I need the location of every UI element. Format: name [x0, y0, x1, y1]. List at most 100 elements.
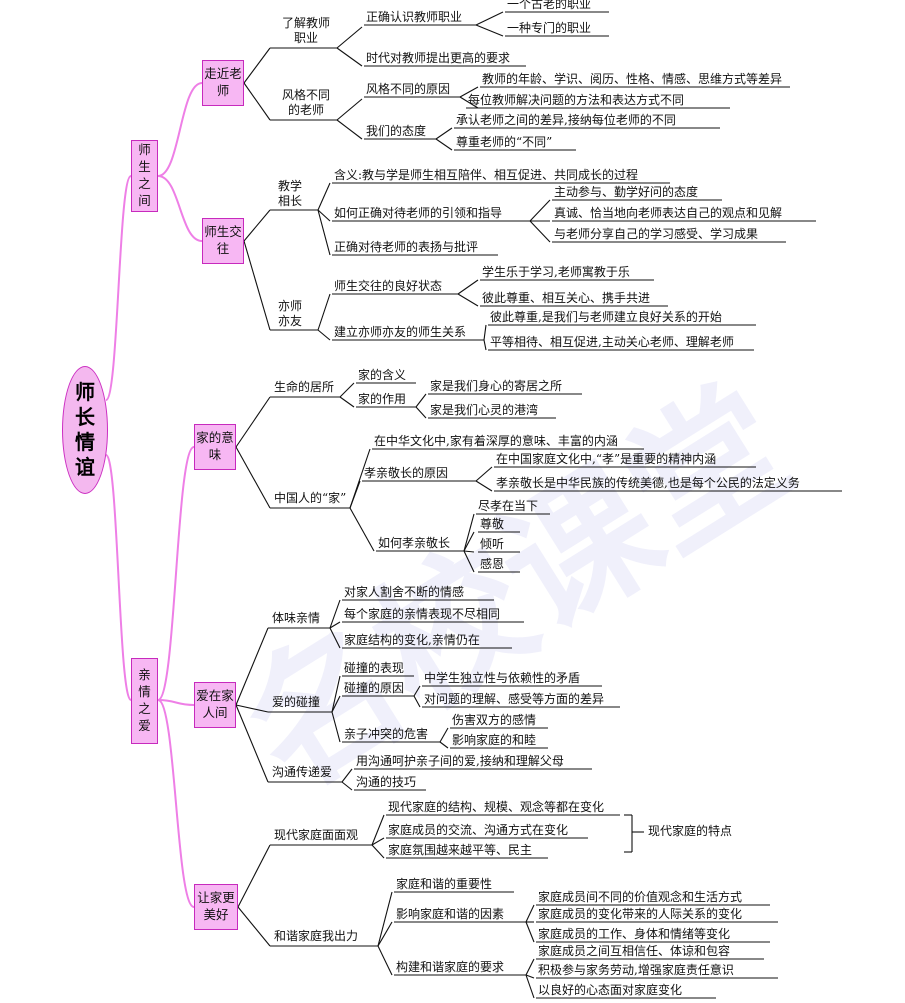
connector-line	[457, 293, 479, 307]
connector-line	[525, 974, 535, 999]
leaf-respect: 尊敬	[480, 517, 505, 531]
node-higher-requirements: 时代对教师提出更高的要求	[366, 51, 511, 65]
item-life-home: 生命的居所	[274, 380, 335, 394]
item-teach-learn: 教学相长	[277, 179, 302, 208]
connector-line	[336, 119, 363, 140]
item-know-profession: 了解教师职业	[281, 16, 330, 45]
topic-teacher-interaction-link	[157, 175, 203, 242]
topic-love-in-family: 爱在家人间	[194, 682, 236, 728]
leaf-express-views: 真诚、恰当地向老师表达自己的观点和见解	[554, 206, 783, 220]
leaf-happy-learning: 学生乐于学习,老师寓教于乐	[482, 265, 630, 279]
node-recognize-profession: 正确认识教师职业	[366, 10, 463, 24]
root-to-part-2	[105, 454, 132, 701]
connector-line	[413, 695, 421, 708]
leaf-structure-scale: 现代家庭的结构、规模、观念等都在变化	[388, 800, 605, 814]
node-guidance: 如何正确对待老师的引领和指导	[334, 206, 503, 220]
leaf-gratitude: 感恩	[480, 557, 505, 571]
node-how-filial: 如何孝亲敬长	[378, 536, 451, 550]
item-taste-affection: 体味亲情	[272, 611, 321, 625]
connector-line	[349, 507, 375, 552]
leaf-method-diff: 每位教师解决问题的方法和表达方式不同	[468, 93, 685, 107]
leaf-respect-start: 彼此尊重,是我们与老师建立良好关系的开始	[490, 310, 722, 324]
node-home-function: 家的作用	[358, 392, 407, 406]
connector-line	[317, 209, 331, 222]
leaf-trust: 家庭成员之间互相信任、体谅和包容	[538, 944, 731, 958]
leaf-special-profession: 一种专门的职业	[507, 21, 592, 35]
connector-line	[371, 844, 385, 859]
connector-line	[525, 958, 535, 976]
connector-line	[341, 781, 353, 791]
node-conflict-harm: 亲子冲突的危害	[344, 727, 429, 741]
leaf-filial-duty: 孝亲敬长是中华民族的传统美德,也是每个公民的法定义务	[496, 476, 800, 490]
connector-line	[235, 627, 269, 706]
connector-line	[331, 695, 341, 713]
node-definition: 含义:教与学是师生相互陪伴、相互促进、共同成长的过程	[334, 168, 639, 182]
topic-approach-teacher-link	[157, 82, 203, 177]
node-filial-reason: 孝亲敬长的原因	[364, 466, 449, 480]
leaf-relationship-change: 家庭成员的变化带来的人际关系的变化	[538, 907, 743, 921]
connector-line	[349, 480, 361, 509]
connector-line	[415, 406, 427, 419]
leaf-harmony: 影响家庭的和睦	[452, 733, 537, 747]
leaf-harbor: 家是我们心灵的港湾	[430, 403, 539, 417]
leaf-hurt-feelings: 伤害双方的感情	[452, 713, 537, 727]
node-our-attitude: 我们的态度	[366, 124, 427, 138]
leaf-values-lifestyle: 家庭成员间不同的价值观念和生活方式	[538, 890, 743, 904]
root-to-part-1	[105, 175, 132, 401]
connector-line	[525, 974, 535, 979]
connector-line	[235, 396, 271, 448]
connector-line	[336, 26, 363, 49]
connector-line	[235, 446, 271, 509]
leaf-filial-now: 尽孝在当下	[478, 499, 539, 513]
item-chinese-home: 中国人的“家”	[274, 491, 347, 505]
topic-teacher-interaction: 师生交往	[202, 218, 244, 264]
connector-line	[459, 96, 479, 109]
leaf-equal-democratic: 家庭氛围越来越平等、民主	[388, 843, 533, 857]
node-harmony-importance: 家庭和谐的重要性	[396, 877, 493, 891]
leaf-communication-skills: 沟通的技巧	[356, 775, 417, 789]
leaf-listen: 倾听	[480, 537, 505, 551]
item-teacher-friend: 亦师亦友	[277, 299, 302, 328]
connector-line	[235, 704, 269, 783]
topic-meaning-of-home: 家的意味	[194, 424, 236, 470]
part-teacher-student: 师生之间	[131, 140, 158, 212]
connector-line	[339, 396, 355, 408]
connector-line	[329, 599, 341, 629]
leaf-care-communication: 用沟通呵护亲子间的爱,接纳和理解父母	[356, 754, 564, 768]
node-collision-cause: 碰撞的原因	[344, 681, 405, 695]
item-communicate-love: 沟通传递爱	[272, 765, 333, 779]
connector-line	[483, 339, 487, 351]
connector-line	[331, 675, 341, 713]
connector-line	[413, 685, 421, 697]
connector-line	[415, 393, 427, 408]
connector-line	[435, 138, 453, 151]
leaf-equal-treatment: 平等相待、相互促进,主动关心老师、理解老师	[490, 335, 734, 349]
connector-line	[463, 550, 475, 553]
leaf-understanding-diff: 对问题的理解、感受等方面的差异	[424, 692, 605, 706]
node-harmony-factors: 影响家庭和谐的因素	[396, 907, 505, 921]
item-different-teachers: 风格不同的老师	[281, 88, 330, 117]
connector-line	[525, 921, 535, 943]
connector-line	[317, 182, 331, 211]
connector-line	[475, 24, 504, 37]
connector-line	[525, 904, 535, 923]
connector-line	[329, 621, 341, 629]
topic-better-home: 让家更美好	[194, 884, 238, 930]
leaf-housework: 积极参与家务劳动,增强家庭责任意识	[538, 963, 734, 977]
connector-line	[439, 727, 449, 743]
connector-line	[463, 513, 475, 552]
leaf-respect-diff: 尊重老师的“不同”	[456, 135, 553, 149]
leaf-independence: 中学生独立性与依赖性的矛盾	[424, 671, 581, 685]
node-chinese-culture: 在中华文化中,家有着深厚的意味、丰富的内涵	[374, 434, 618, 448]
connector-line	[435, 127, 453, 140]
connector-line	[317, 209, 331, 256]
node-build-relation: 建立亦师亦友的师生关系	[334, 325, 467, 339]
leaf-communication-change: 家庭成员的交流、沟通方式在变化	[388, 823, 569, 837]
topic-approach-teacher: 走近老师	[202, 60, 244, 106]
connector-line	[371, 837, 385, 846]
topic-love-in-family-link	[157, 699, 195, 706]
connector-line	[475, 480, 493, 492]
connector-line	[529, 199, 551, 222]
leaf-active-participate: 主动参与、勤学好问的态度	[554, 185, 699, 199]
